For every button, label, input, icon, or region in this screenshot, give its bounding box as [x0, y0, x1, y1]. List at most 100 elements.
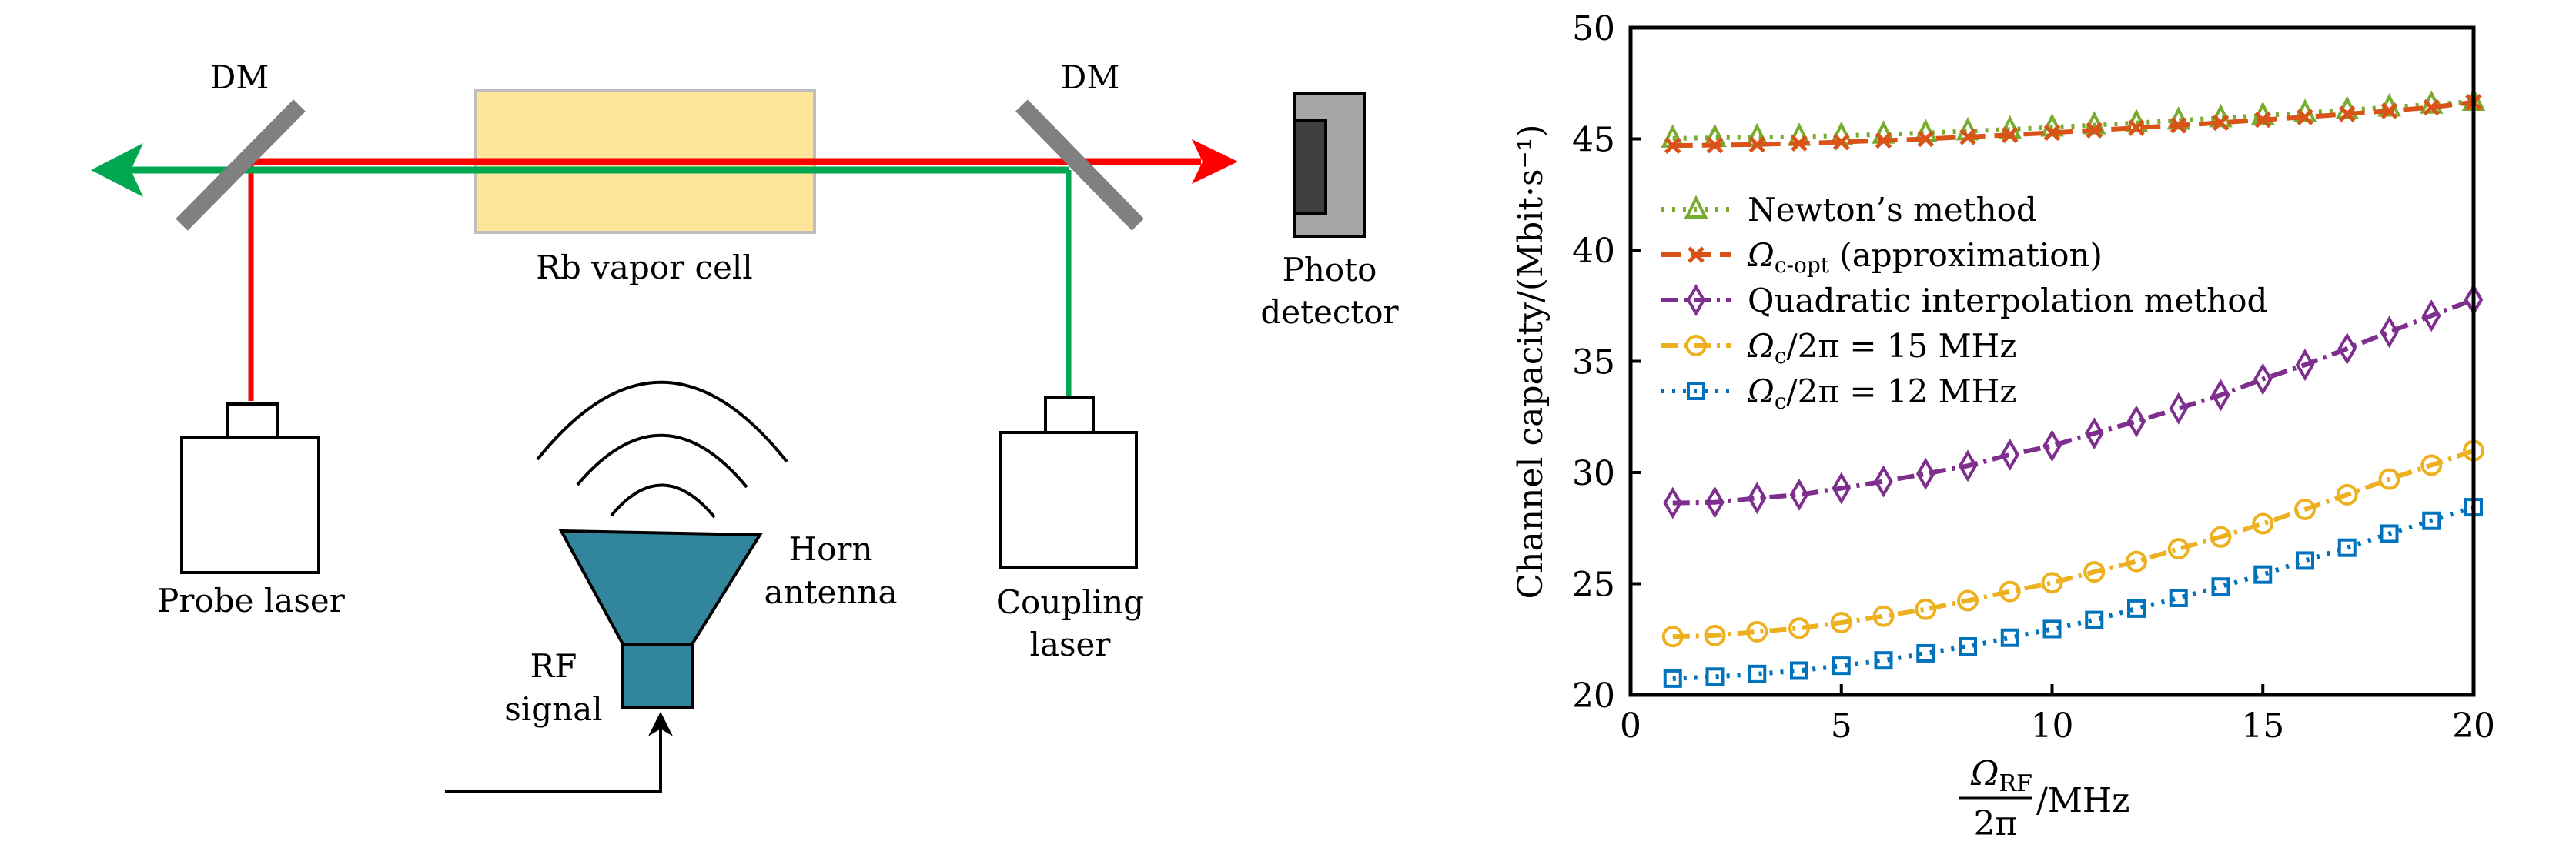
legend-entry: Ωc/2π = 15 MHz	[1661, 327, 2016, 369]
series-line	[1672, 448, 2474, 639]
rb-vapor-cell-label: Rb vapor cell	[536, 249, 752, 286]
data-point	[2041, 572, 2063, 594]
legend-marker-square-icon	[1687, 382, 1705, 400]
legend-marker-triangle-icon	[1684, 195, 1708, 219]
data-point	[1663, 669, 1682, 688]
y-tick-label: 35	[1572, 343, 1615, 382]
rf-signal-arrow	[445, 711, 673, 793]
data-point	[2296, 551, 2314, 570]
data-point	[1790, 661, 1808, 680]
data-point	[1748, 664, 1767, 683]
data-point	[2084, 417, 2104, 450]
y-tick-label: 50	[1572, 9, 1615, 48]
data-point	[2001, 126, 2019, 144]
data-point	[1747, 482, 1767, 515]
legend-label: Newton’s method	[1748, 191, 2037, 229]
photodetector-sensor	[1293, 119, 1327, 215]
data-point	[2169, 392, 2189, 425]
data-point	[1872, 605, 1895, 627]
coupling-laser-aperture	[1044, 396, 1095, 434]
series-line	[1672, 99, 2474, 149]
y-tick-label: 25	[1572, 566, 1615, 605]
coupling-laser-label-line2: laser	[1030, 626, 1112, 663]
legend-label: Ωc/2π = 15 MHz	[1747, 327, 2016, 369]
data-point	[1917, 130, 1935, 148]
data-point	[1705, 486, 1725, 519]
data-point	[2380, 102, 2398, 119]
legend-marker-circle-icon	[1685, 335, 1707, 356]
radio-waves-icon	[536, 380, 788, 519]
x-axis-label: ΩRF 2π /MHz	[1959, 754, 2129, 843]
data-point	[2295, 349, 2315, 382]
dichroic-mirror-right	[1015, 99, 1144, 231]
data-point	[2211, 379, 2230, 412]
data-point	[1832, 656, 1851, 676]
data-point	[2127, 599, 2146, 618]
dm-left-label: DM	[210, 58, 269, 96]
data-point	[1830, 612, 1852, 634]
series-line	[1672, 98, 2474, 141]
series-line	[1672, 505, 2474, 681]
data-point	[2083, 561, 2106, 583]
data-point	[1748, 135, 1766, 153]
x-tick-label: 15	[2241, 706, 2284, 746]
horn-antenna-label-line2: antenna	[764, 573, 898, 611]
data-point	[2211, 577, 2230, 596]
data-point	[2297, 109, 2313, 125]
probe-beam-arrowhead	[1192, 139, 1238, 184]
coupling-laser-body	[999, 431, 1138, 569]
data-point	[1704, 624, 1726, 646]
dm-right-label: DM	[1061, 58, 1120, 96]
horn-antenna-flare	[558, 529, 763, 646]
data-point	[1916, 643, 1935, 663]
data-point	[2086, 122, 2103, 139]
series-0	[1661, 87, 2486, 148]
horn-antenna-label-line1: Horn	[788, 530, 872, 568]
data-point	[1915, 457, 1935, 490]
data-point	[2126, 405, 2146, 438]
data-point	[2128, 119, 2145, 136]
legend-label: Ωc/2π = 12 MHz	[1747, 372, 2016, 414]
x-tick-label: 0	[1620, 706, 1641, 746]
x-axis-label-denominator: 2π	[1974, 804, 2018, 843]
data-point	[2380, 524, 2399, 543]
data-point	[2000, 628, 2019, 647]
data-point	[1663, 486, 1683, 519]
y-tick-label: 30	[1572, 454, 1615, 493]
data-point	[1706, 136, 1724, 154]
data-point	[1915, 598, 1937, 620]
data-point	[1791, 135, 1808, 152]
data-point	[2042, 619, 2062, 639]
legend-marker-diamond-icon	[1686, 284, 1706, 316]
data-point	[2338, 105, 2356, 122]
coupling-laser-label-line1: Coupling	[996, 583, 1144, 621]
data-point	[1746, 620, 1768, 643]
legend-entry: Ωc-opt (approximation)	[1661, 236, 2103, 278]
probe-laser-body	[180, 436, 320, 574]
probe-laser-aperture	[226, 402, 279, 439]
data-point	[2337, 538, 2357, 557]
data-point	[2254, 111, 2272, 129]
data-point	[1875, 132, 1892, 149]
data-point	[2253, 565, 2273, 584]
series-1	[1664, 94, 2482, 154]
rf-signal-label-line1: RF	[530, 647, 577, 685]
data-point	[1874, 465, 1893, 498]
series-4	[1663, 498, 2483, 688]
data-point	[1789, 478, 1809, 511]
legend-entry: Newton’s method	[1661, 191, 2037, 229]
data-point	[2126, 550, 2147, 573]
data-point	[2170, 117, 2187, 134]
probe-laser-label: Probe laser	[157, 582, 346, 619]
data-point	[1957, 589, 1979, 612]
data-point	[2043, 124, 2061, 142]
data-point	[2253, 362, 2273, 396]
legend-marker-x-icon	[1688, 246, 1705, 263]
x-axis-label-unit: /MHz	[2036, 781, 2129, 820]
x-tick-label: 5	[1831, 706, 1852, 746]
x-tick-label: 20	[2452, 706, 2495, 746]
data-point	[2422, 511, 2441, 530]
